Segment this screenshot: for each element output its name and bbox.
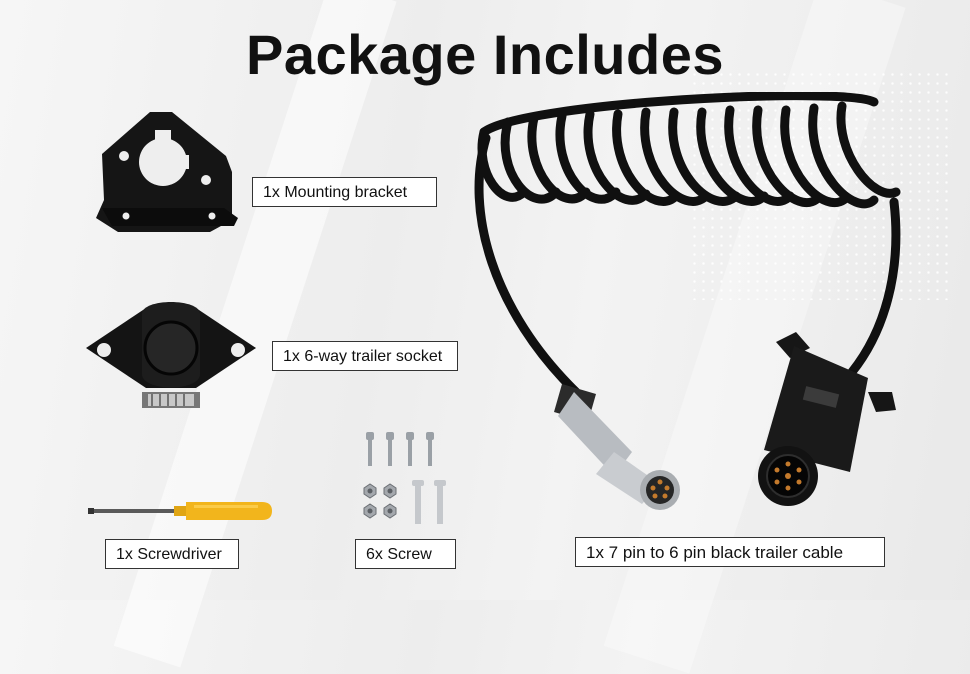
screws-label: 6x Screw: [355, 539, 456, 569]
screwdriver-icon: [88, 502, 272, 520]
mounting-bracket-icon: [96, 112, 238, 232]
mounting-bracket-label: 1x Mounting bracket: [252, 177, 437, 207]
coiled-trailer-cable-icon: [474, 92, 901, 510]
page-title: Package Includes: [245, 23, 724, 86]
trailer-cable-label: 1x 7 pin to 6 pin black trailer cable: [575, 537, 885, 567]
trailer-socket-label: 1x 6-way trailer socket: [272, 341, 458, 371]
trailer-socket-icon: [86, 302, 256, 408]
screwdriver-label: 1x Screwdriver: [105, 539, 239, 569]
screws-icon: [363, 432, 446, 524]
